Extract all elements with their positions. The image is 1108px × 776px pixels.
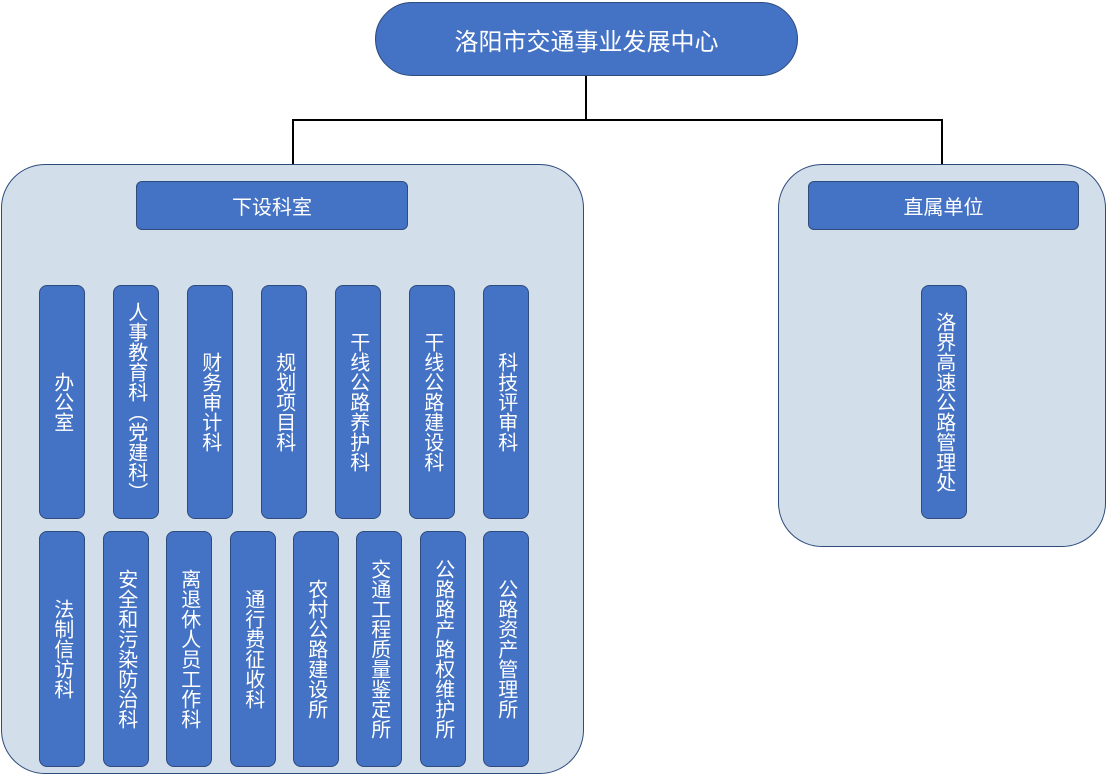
department-box-row2-4: 通行费征收科 — [230, 531, 276, 767]
connector-horizontal — [292, 119, 943, 121]
departments-header: 下设科室 — [136, 181, 408, 230]
department-box-row2-5: 农村公路建设所 — [293, 531, 339, 767]
connector-left-down — [292, 119, 294, 164]
department-box-row2-3: 离退休人员工作科 — [166, 531, 212, 767]
department-box-7: 科技评审科 — [483, 285, 529, 519]
department-box-row2-7: 公路路产路权维护所 — [420, 531, 466, 767]
department-box-4: 规划项目科 — [261, 285, 307, 519]
department-box-row2-2: 安全和污染防治科 — [103, 531, 149, 767]
connector-right-down — [941, 119, 943, 164]
department-box-row2-8: 公路资产管理所 — [483, 531, 529, 767]
affiliated-unit-box-1: 洛界高速公路管理处 — [921, 285, 967, 519]
department-box-row2-1: 法制信访科 — [39, 531, 85, 767]
department-box-2: 人事教育科（党建科） — [113, 285, 159, 519]
department-box-1: 办公室 — [39, 285, 85, 519]
root-node: 洛阳市交通事业发展中心 — [375, 2, 798, 76]
department-box-6: 干线公路建设科 — [409, 285, 455, 519]
connector-root-down — [585, 76, 587, 120]
department-box-row2-6: 交通工程质量鉴定所 — [356, 531, 402, 767]
department-box-5: 干线公路养护科 — [335, 285, 381, 519]
affiliated-header: 直属单位 — [808, 181, 1079, 230]
department-box-3: 财务审计科 — [187, 285, 233, 519]
